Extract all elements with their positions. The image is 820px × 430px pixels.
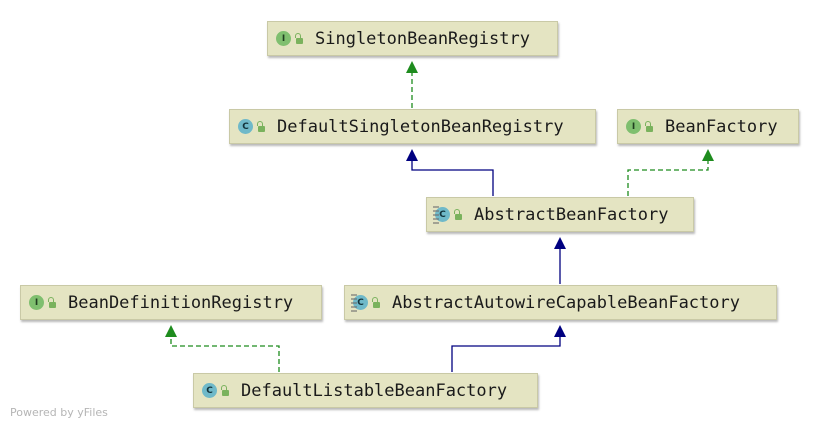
- public-lock-icon: [295, 32, 303, 44]
- public-lock-icon: [221, 384, 229, 396]
- arrowhead-icon: [406, 61, 418, 73]
- arrowhead-icon: [554, 237, 566, 249]
- class-icon: C: [238, 119, 253, 134]
- arrowhead-icon: [554, 325, 566, 337]
- node-label: DefaultSingletonBeanRegistry: [277, 116, 564, 137]
- node-label: SingletonBeanRegistry: [315, 28, 530, 49]
- edge-extends-abstract-bean-factory-to-default-singleton-bean-registry: [411, 160, 494, 196]
- arrowhead-icon: [165, 325, 177, 337]
- abstract-class-icon: C: [351, 293, 368, 312]
- edge-extends-default-listable-bean-factory-to-abstract-autowire-capable-bean-factory: [451, 336, 561, 372]
- arrowhead-icon: [406, 149, 418, 161]
- class-icon: C: [202, 383, 217, 398]
- node-singleton-bean-registry[interactable]: I SingletonBeanRegistry: [267, 21, 558, 56]
- interface-icon: I: [276, 31, 291, 46]
- yfiles-watermark: Powered by yFiles: [10, 406, 108, 419]
- edge-implements-abstract-bean-factory-to-bean-factory: [627, 160, 709, 196]
- abstract-class-icon: C: [433, 205, 450, 224]
- node-abstract-autowire-capable-bean-factory[interactable]: C AbstractAutowireCapableBeanFactory: [344, 285, 777, 320]
- public-lock-icon: [645, 120, 653, 132]
- interface-icon: I: [29, 295, 44, 310]
- edge-layer: [165, 61, 714, 372]
- public-lock-icon: [257, 120, 265, 132]
- node-label: BeanFactory: [665, 116, 778, 137]
- public-lock-icon: [372, 296, 380, 308]
- node-bean-factory[interactable]: I BeanFactory: [617, 109, 799, 144]
- node-bean-definition-registry[interactable]: I BeanDefinitionRegistry: [20, 285, 322, 320]
- node-abstract-bean-factory[interactable]: C AbstractBeanFactory: [426, 197, 694, 232]
- node-label: AbstractAutowireCapableBeanFactory: [392, 292, 740, 313]
- arrowhead-icon: [702, 149, 714, 161]
- public-lock-icon: [48, 296, 56, 308]
- node-label: BeanDefinitionRegistry: [68, 292, 294, 313]
- node-default-listable-bean-factory[interactable]: C DefaultListableBeanFactory: [193, 373, 538, 408]
- node-label: DefaultListableBeanFactory: [241, 380, 508, 401]
- interface-icon: I: [626, 119, 641, 134]
- node-label: AbstractBeanFactory: [474, 204, 669, 225]
- public-lock-icon: [454, 208, 462, 220]
- node-default-singleton-bean-registry[interactable]: C DefaultSingletonBeanRegistry: [229, 109, 596, 144]
- edge-implements-default-listable-bean-factory-to-bean-definition-registry: [170, 336, 280, 372]
